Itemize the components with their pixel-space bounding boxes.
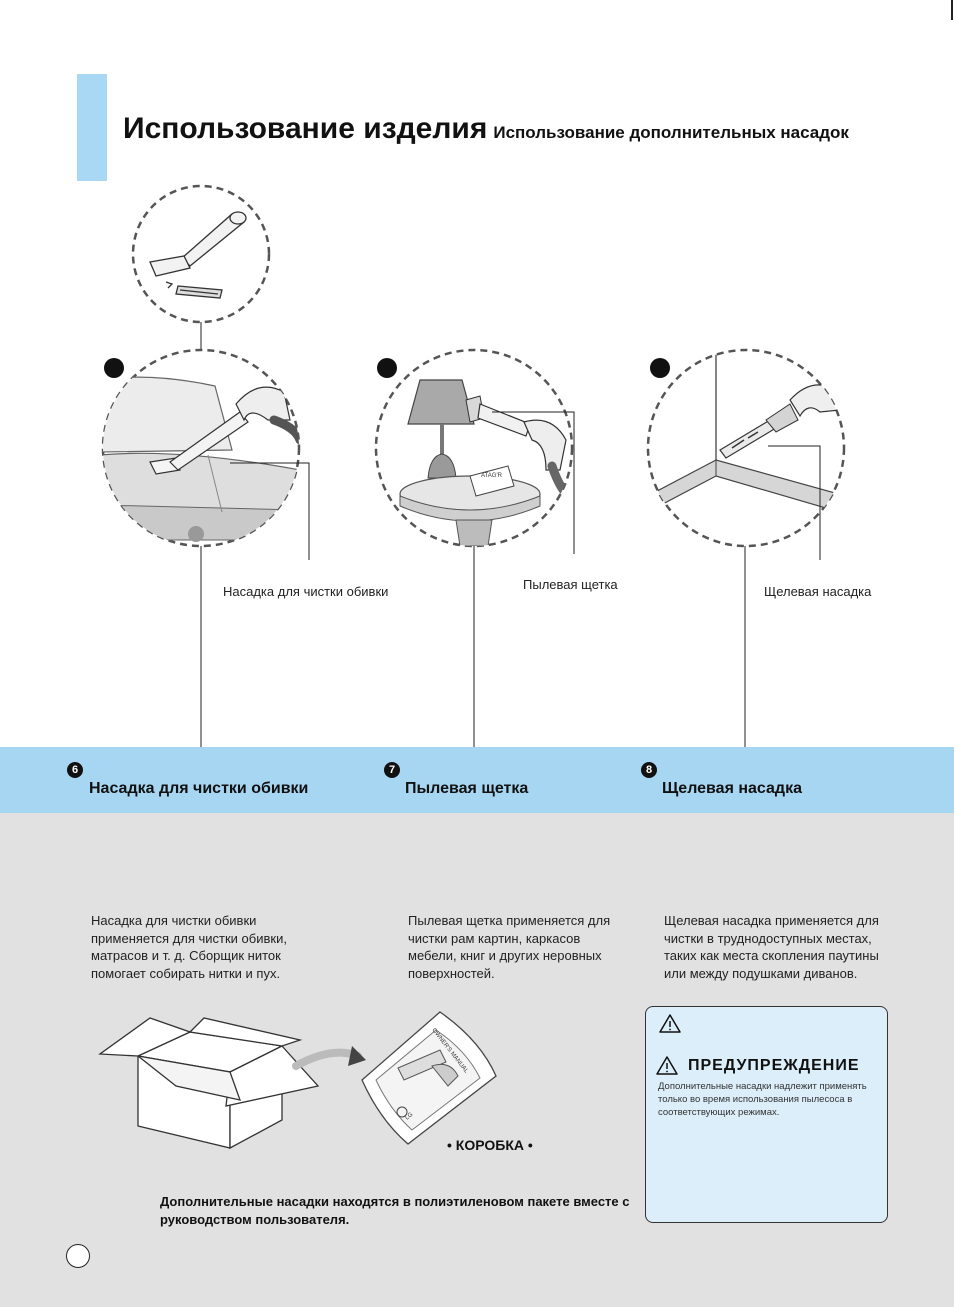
box-label: • КОРОБКА • (447, 1137, 533, 1153)
warning-text: Дополнительные насадки надлежит применят… (658, 1081, 867, 1118)
top-accessory-illustration (131, 184, 271, 355)
callout-upholstery: Насадка для чистки обивки (223, 584, 389, 599)
box-illustration (98, 1017, 366, 1150)
page-number-circle (66, 1244, 90, 1268)
warning-title-icon (656, 1056, 678, 1075)
heading-dusting: Пылевая щетка (405, 780, 529, 797)
polybag-illustration: OWNER'S MANUAL LG (361, 1011, 497, 1145)
description-upholstery: Насадка для чистки обивки применяется дл… (91, 913, 287, 981)
page-title: Использование изделия Использование допол… (123, 112, 849, 146)
callout-dusting: Пылевая щетка (523, 577, 618, 592)
section-number-7: 7 (384, 762, 400, 778)
section-number-6: 6 (67, 762, 83, 778)
page-edge-mark (951, 0, 953, 20)
callout-crevice: Щелевая насадка (764, 584, 872, 599)
heading-upholstery: Насадка для чистки обивки (89, 780, 309, 797)
warning-triangle-icon (659, 1014, 681, 1033)
page-subtitle: Использование дополнительных насадок (493, 123, 849, 142)
heading-crevice: Щелевая насадка (662, 780, 802, 797)
warning-box (645, 1006, 888, 1223)
title-accent-bar (77, 74, 107, 181)
section-number-8: 8 (641, 762, 657, 778)
page-title-main: Использование изделия (123, 112, 488, 145)
description-dusting: Пылевая щетка применяется для чистки рам… (408, 913, 611, 981)
accessories-note: Дополнительные насадки находятся в полиэ… (160, 1194, 630, 1227)
description-crevice: Щелевая насадка применяется для чистки в… (664, 913, 879, 981)
dusting-brush-illustration: ATAG'R (374, 348, 575, 747)
warning-title: ПРЕДУПРЕЖДЕНИЕ (688, 1057, 860, 1074)
crevice-tool-illustration (646, 348, 846, 747)
upholstery-illustration (101, 348, 310, 747)
section-heading-band (0, 747, 954, 813)
tag-text: ATAG'R (481, 473, 503, 479)
manual-brand: LG (404, 1112, 414, 1122)
